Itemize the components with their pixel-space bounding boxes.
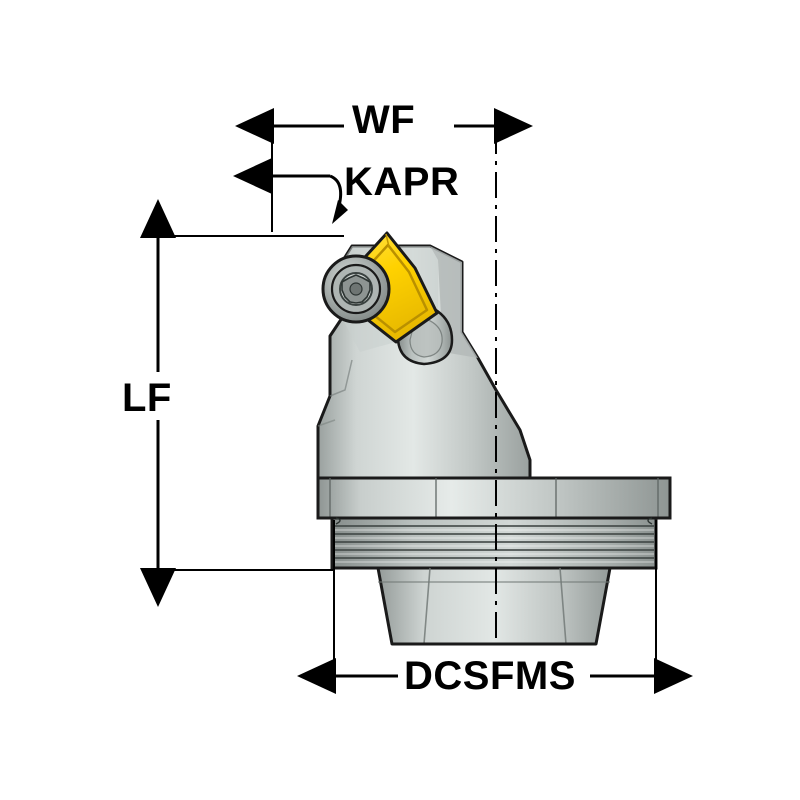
torx-clamp-screw (321, 254, 391, 324)
dimension-wf (235, 104, 533, 232)
dimension-label-lf: LF (122, 376, 172, 420)
polygon-taper-shank (376, 566, 612, 646)
dimension-dcsfms (297, 520, 693, 698)
dimension-label-dcsfms: DCSFMS (404, 654, 576, 698)
dimension-kapr (233, 158, 348, 224)
dimension-label-wf: WF (352, 98, 416, 142)
dimension-lf (120, 199, 344, 607)
dimension-label-kapr: KAPR (344, 160, 460, 204)
threaded-serrations (330, 516, 658, 570)
